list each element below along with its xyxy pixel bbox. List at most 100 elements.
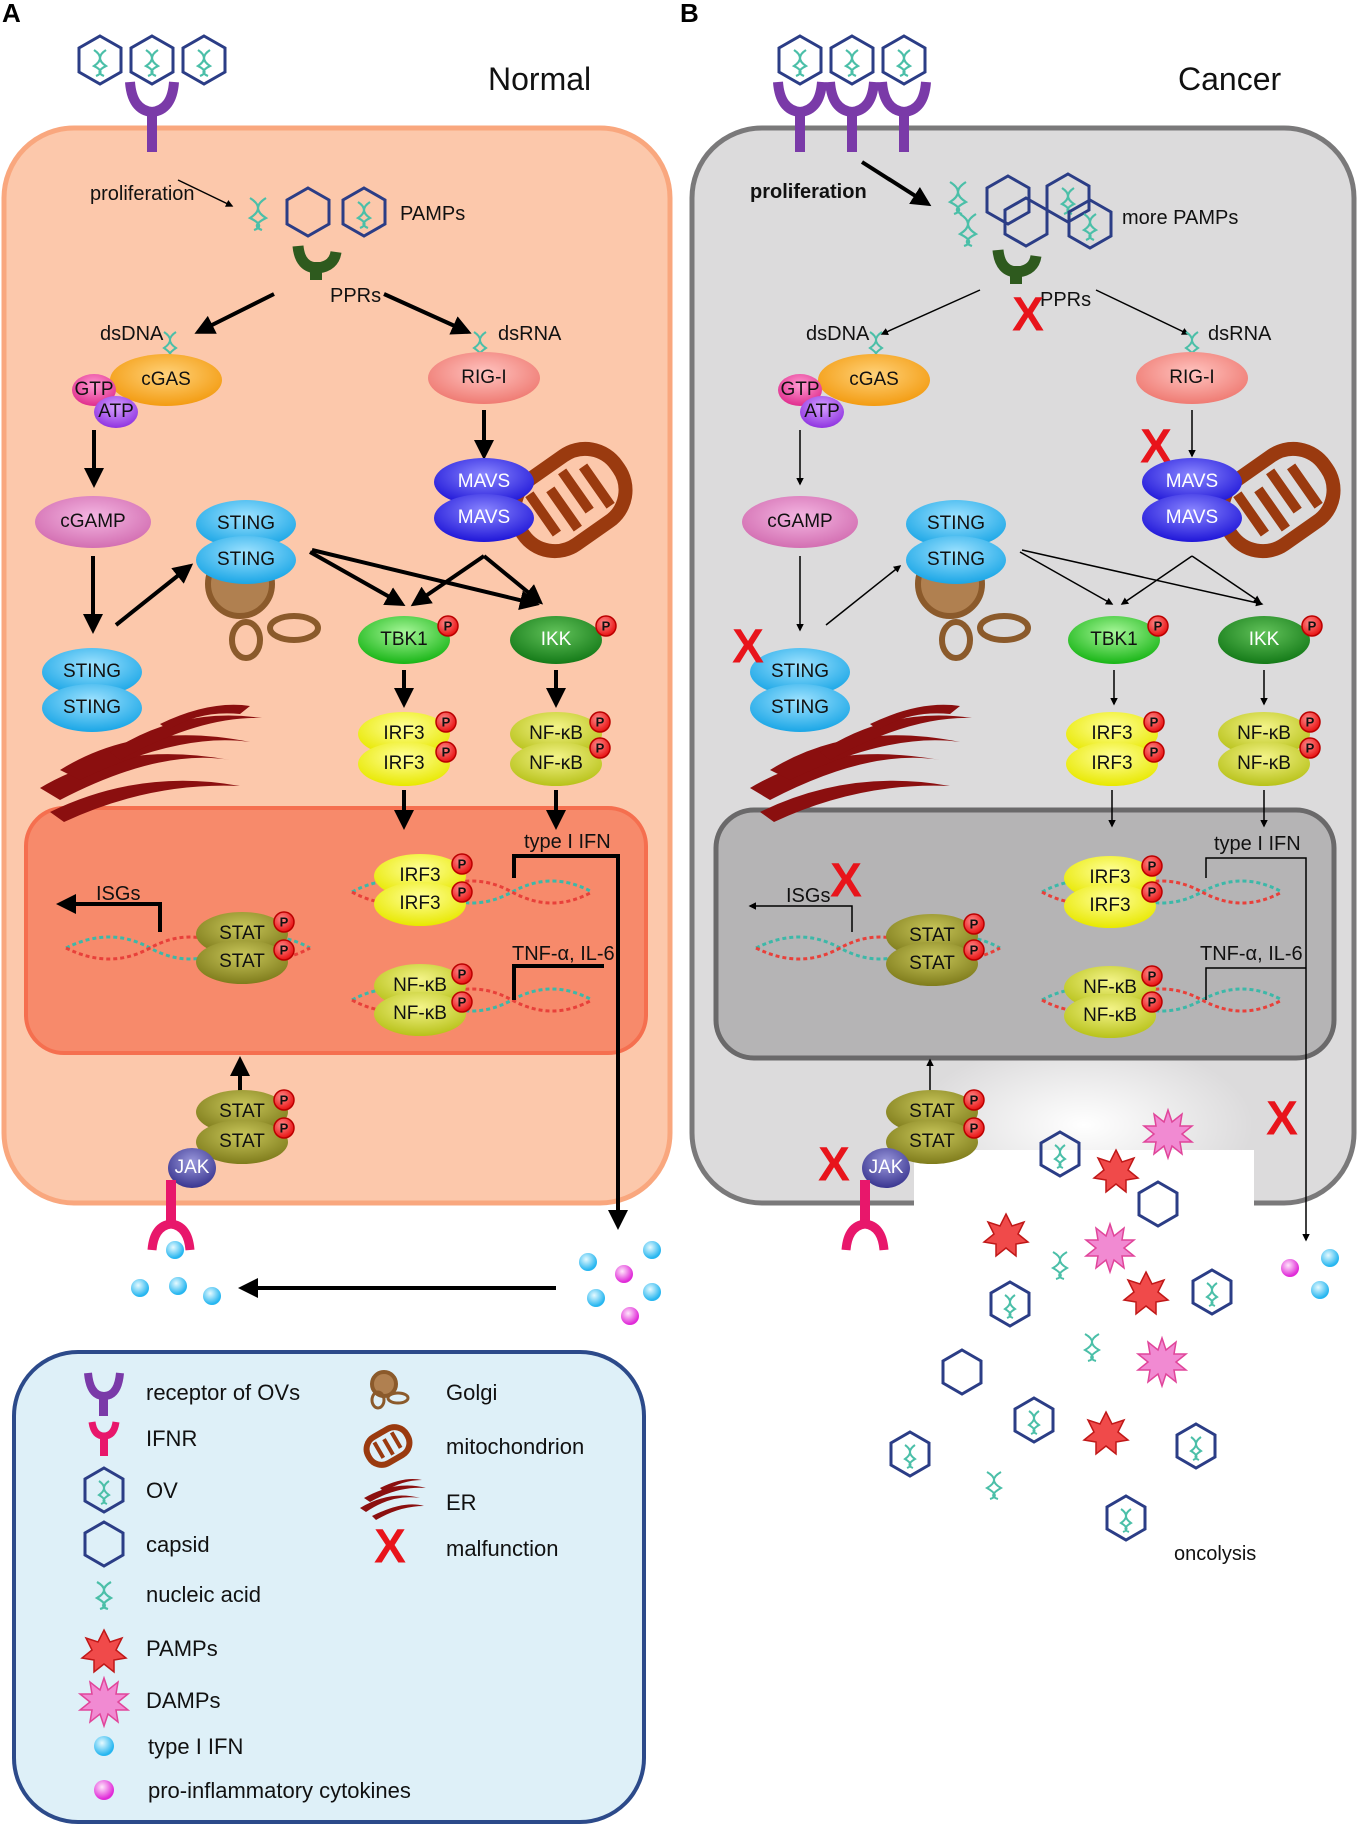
phosphate-label: P [280, 1092, 289, 1107]
irf3-protein [374, 882, 466, 926]
nucleic-acid-icon [247, 197, 269, 232]
phosphate-icon [451, 963, 473, 985]
nfkb-label: NF-κB [529, 753, 583, 774]
tbk1-label: TBK1 [1090, 629, 1138, 650]
phosphate-icon [1141, 991, 1163, 1013]
gtp-label: GTP [74, 379, 113, 400]
arrow [880, 289, 981, 335]
cgas-label: cGAS [849, 369, 899, 390]
pprs-label: PPRs [1040, 289, 1091, 311]
ov-icon [1191, 1268, 1233, 1316]
cgas-label: cGAS [141, 369, 191, 390]
jak-label: JAK [869, 1157, 904, 1178]
nfkb-label: NF-κB [1083, 977, 1137, 998]
ppr-receptor-icon [992, 249, 1042, 284]
arrow [1120, 555, 1193, 605]
malfunction-icon: X [1266, 1093, 1298, 1146]
ikk-label: IKK [1249, 629, 1280, 650]
stat-label: STAT [219, 951, 265, 972]
phosphate-label: P [1150, 714, 1159, 729]
sting-label: STING [63, 661, 121, 682]
phosphate-label: P [1150, 744, 1159, 759]
rig-i-protein [1136, 352, 1248, 404]
dsrna-label: dsRNA [498, 323, 562, 345]
phosphate-label: P [970, 942, 979, 957]
ifn-dot-icon [1321, 1249, 1339, 1267]
ifn-dot-icon [166, 1241, 184, 1259]
oncolysis-label: oncolysis [1174, 1543, 1256, 1565]
receptor-icon [877, 81, 931, 152]
tnf-il6-label: TNF-α, IL-6 [512, 943, 615, 965]
panel-b: B Cancer proliferation more PAMPs PPRs X… [680, 0, 1357, 1565]
stat-label: STAT [909, 1101, 955, 1122]
arrow [410, 554, 486, 607]
phosphate-label: P [280, 914, 289, 929]
legend-label: mitochondrion [446, 1434, 584, 1459]
ov-icon [1175, 1422, 1217, 1470]
tnf-il6-label: TNF-α, IL-6 [1200, 943, 1303, 965]
ifn-dot-icon [131, 1279, 149, 1297]
phosphate-icon [451, 881, 473, 903]
phosphate-icon [1143, 711, 1165, 733]
jak-protein [862, 1148, 910, 1188]
nfkb-protein [1064, 994, 1156, 1038]
phosphate-icon [1301, 615, 1323, 637]
gtp-molecule [72, 374, 116, 406]
irf3-label: IRF3 [1091, 753, 1132, 774]
type1-ifn-label: type I IFN [1214, 833, 1301, 855]
ifnr-icon [841, 1180, 889, 1251]
nfkb-label: NF-κB [1237, 753, 1291, 774]
lysis-gap [914, 1150, 1254, 1220]
legend-label: receptor of OVs [146, 1380, 300, 1405]
ifn-dot-icon [1311, 1281, 1329, 1299]
cancer-nucleus [713, 807, 1337, 1061]
ifnr-icon [88, 1421, 120, 1456]
sting-protein [750, 648, 850, 696]
phosphate-label: P [458, 884, 467, 899]
pamps-icon [982, 1212, 1030, 1258]
mavs-protein [1142, 458, 1242, 506]
legend-label: pro-inflammatory cytokines [148, 1778, 411, 1803]
tbk1-label: TBK1 [380, 629, 428, 650]
arrow [512, 964, 604, 1000]
phosphate-icon [1147, 615, 1169, 637]
phosphate-label: P [1148, 858, 1157, 873]
capsid-icon [941, 1348, 983, 1396]
nucleic-acid-icon [957, 213, 979, 248]
nfkb-label: NF-κB [1083, 1005, 1137, 1026]
legend-label: DAMPs [146, 1688, 221, 1713]
nfkb-label: NF-κB [393, 975, 447, 996]
sting-protein [42, 684, 142, 732]
cgamp-label: cGAMP [767, 511, 832, 532]
sting-label: STING [63, 697, 121, 718]
cgas-protein [110, 354, 222, 406]
pamps-icon [80, 1628, 128, 1674]
phosphate-icon [589, 711, 611, 733]
legend-label: Golgi [446, 1380, 497, 1405]
sting-protein [906, 500, 1006, 548]
malfunction-icon: X [818, 1139, 850, 1192]
phosphate-icon [1141, 855, 1163, 877]
phosphate-icon [963, 1117, 985, 1139]
ov-icon [829, 34, 875, 86]
legend-label: OV [146, 1478, 178, 1503]
ov-icon [1013, 1396, 1055, 1444]
nfkb-protein [374, 992, 466, 1036]
phosphate-icon [437, 615, 459, 637]
capsid-icon [1137, 1180, 1179, 1228]
mavs-label: MAVS [458, 471, 510, 492]
pamps-icon [1092, 1148, 1140, 1194]
damps-icon [1141, 1107, 1195, 1161]
er-icon [40, 704, 262, 822]
arrow [1205, 857, 1310, 1242]
ifn-dot-icon [643, 1283, 661, 1301]
arrow [194, 292, 275, 334]
phosphate-icon [963, 913, 985, 935]
ov-icon [341, 186, 387, 238]
sting-label: STING [927, 513, 985, 534]
sting-protein [906, 536, 1006, 584]
isgs-label: ISGs [96, 883, 140, 905]
phosphate-label: P [596, 714, 605, 729]
capsid-icon [83, 1520, 125, 1568]
ikk-protein [510, 616, 602, 664]
